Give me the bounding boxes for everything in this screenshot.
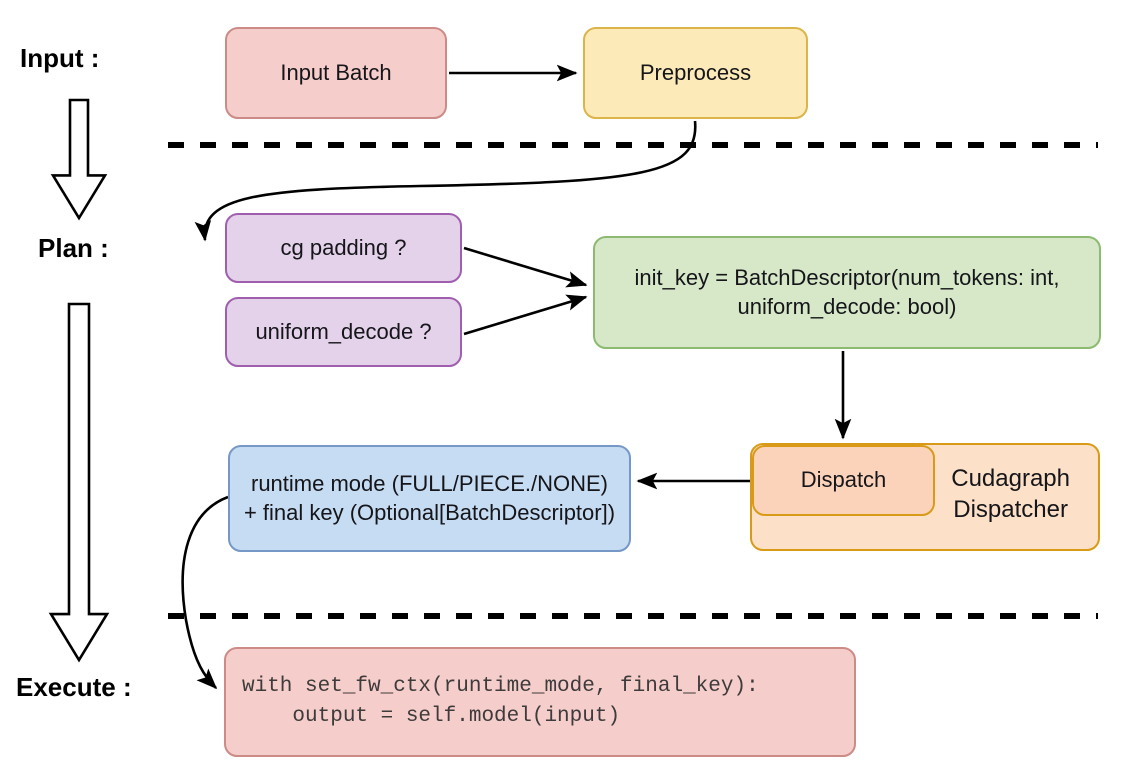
node-label-input-batch: Input Batch xyxy=(280,59,391,87)
node-label-dispatch: Dispatch xyxy=(801,466,887,494)
node-label-preprocess: Preprocess xyxy=(640,59,751,87)
node-runtime-mode[interactable]: runtime mode (FULL/PIECE./NONE)+ final k… xyxy=(228,445,631,552)
stage-label-execute: Execute : xyxy=(16,672,132,702)
node-label-line: Dispatch xyxy=(800,467,887,493)
node-label-line: Dispatcher xyxy=(953,496,1068,524)
node-label-line: Input Batch xyxy=(280,59,392,85)
stage-block-arrows xyxy=(48,98,110,663)
node-preprocess[interactable]: Preprocess xyxy=(583,27,808,119)
node-label-line: Preprocess xyxy=(639,59,752,85)
node-label-line: Cudagraph xyxy=(951,465,1070,492)
node-label-line: runtime mode (FULL/PIECE./NONE) xyxy=(251,471,608,497)
flow-connectors xyxy=(181,64,852,690)
arrow-preprocess-to-cg-padding xyxy=(194,120,697,242)
node-label-execute-code: with set_fw_ctx(runtime_mode, final_key)… xyxy=(242,674,759,728)
node-label-init-key: init_key = BatchDescriptor(num_tokens: i… xyxy=(635,264,1060,320)
node-label-line: cg padding ? xyxy=(280,234,407,260)
node-uniform-decode[interactable]: uniform_decode ? xyxy=(225,297,462,367)
block-arrow-plan-to-execute xyxy=(48,302,110,663)
node-label-line: init_key = BatchDescriptor(num_tokens: i… xyxy=(634,265,1060,291)
arrow-runtime-mode-to-execute xyxy=(181,495,229,690)
section-dividers xyxy=(168,142,1098,619)
node-label-line: uniform_decode: bool) xyxy=(737,293,957,319)
node-cg-padding[interactable]: cg padding ? xyxy=(225,213,462,283)
node-label-uniform-decode: uniform_decode ? xyxy=(255,318,431,346)
node-dispatch[interactable]: Dispatch xyxy=(752,445,935,516)
arrow-uniform-decode-to-init-key xyxy=(463,294,588,336)
stage-label-input: Input : xyxy=(20,43,100,73)
node-label-line: + final key (Optional[BatchDescriptor]) xyxy=(243,499,616,525)
node-label-runtime-mode: runtime mode (FULL/PIECE./NONE)+ final k… xyxy=(244,470,615,526)
node-label-cg-padding: cg padding ? xyxy=(281,234,407,262)
node-init-key[interactable]: init_key = BatchDescriptor(num_tokens: i… xyxy=(593,236,1101,349)
node-execute-code[interactable]: with set_fw_ctx(runtime_mode, final_key)… xyxy=(224,647,856,757)
stage-label-plan: Plan : xyxy=(38,233,109,263)
node-label-line: uniform_decode ? xyxy=(255,318,432,344)
arrow-cg-padding-to-init-key xyxy=(463,246,588,288)
block-arrow-input-to-plan xyxy=(50,98,108,221)
node-input-batch[interactable]: Input Batch xyxy=(225,27,447,119)
